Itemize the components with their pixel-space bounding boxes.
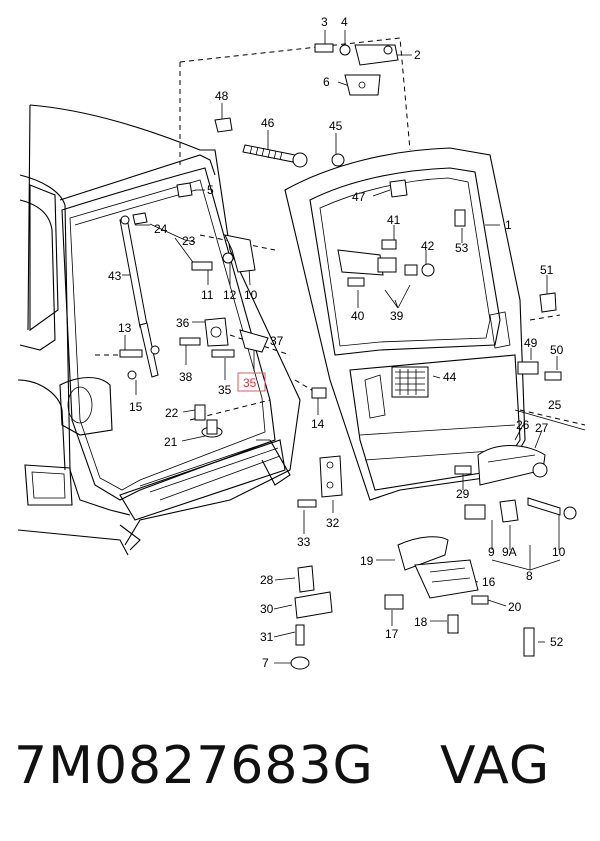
- callout-21: 20: [508, 600, 522, 614]
- callout-38: 37: [270, 334, 284, 348]
- callout-50: 49: [524, 336, 538, 350]
- callout-43: 42: [421, 239, 435, 253]
- callout-15: 14: [311, 417, 325, 431]
- highlight-box-35: [237, 372, 266, 392]
- callout-42: 41: [387, 213, 401, 227]
- hinge-upper: [314, 43, 399, 96]
- callout-17: 16: [482, 575, 496, 589]
- callout-36: 35: [218, 383, 232, 397]
- callout-54: 53: [455, 241, 469, 255]
- callout-47: 46: [261, 116, 275, 130]
- callout-3: 3: [321, 15, 328, 29]
- callout-25: 24: [154, 222, 168, 236]
- callout-29: 28: [260, 573, 274, 587]
- callout-22: 21: [164, 435, 178, 449]
- callout-12: 11: [201, 288, 214, 302]
- callout-8: 8: [526, 569, 533, 583]
- callout-34: 33: [297, 535, 311, 549]
- callout-37: 36: [176, 316, 190, 330]
- callout-31: 30: [260, 602, 274, 616]
- callout-41: 40: [351, 309, 365, 323]
- gas-strut: [119, 215, 160, 378]
- wiper-motor: [337, 249, 418, 276]
- grille-pattern: [391, 366, 429, 398]
- part-number-label: 7M0827683G: [14, 736, 374, 796]
- callout-32: 31: [260, 630, 274, 644]
- callout-10: 10: [552, 545, 566, 559]
- callout-18: 17: [385, 627, 399, 641]
- callout-23: 22: [165, 406, 179, 420]
- callout-6: 6: [323, 75, 330, 89]
- exploded-parts-diagram: 3 4 2 6 48 46 45 5 24 23 43 11 12 10 13 …: [17, 15, 586, 670]
- callout-20: 19: [360, 554, 374, 568]
- callout-4: 4: [341, 15, 348, 29]
- callout-35-highlighted: 35: [243, 376, 257, 390]
- parts: [119, 43, 586, 670]
- callout-40: 39: [390, 309, 404, 323]
- callout-45: 44: [443, 370, 457, 384]
- callout-7: 7: [262, 656, 269, 670]
- callout-53: 52: [550, 635, 564, 649]
- caption-bar: 7M0827683G VAG: [0, 730, 600, 830]
- hinge-lower: [319, 455, 343, 498]
- callout-14: 13: [118, 321, 132, 335]
- callout-19: 18: [414, 615, 428, 629]
- callout-9: 9: [488, 545, 495, 559]
- callout-52: 51: [540, 263, 554, 277]
- brand-label: VAG: [440, 736, 551, 796]
- callout-51: 50: [550, 343, 564, 357]
- tailgate-panel: [284, 147, 526, 501]
- callout-16: 15: [129, 400, 143, 414]
- callout-27: 26: [516, 418, 530, 432]
- callout-39: 38: [179, 370, 193, 384]
- callout-44: 43: [108, 269, 122, 283]
- callout-5: 5: [207, 183, 214, 197]
- callout-26: 25: [548, 398, 562, 412]
- callout-1: 1: [505, 218, 512, 232]
- strut-fitting: [242, 144, 308, 168]
- vehicle-body-outline: [17, 104, 301, 556]
- callout-24: 23: [182, 234, 196, 248]
- callout-46: 45: [329, 119, 343, 133]
- callout-11: 10: [244, 288, 258, 302]
- callout-2: 2: [414, 48, 421, 62]
- callout-leaders: [122, 30, 561, 664]
- callout-13: 12: [223, 288, 237, 302]
- callout-48: 47: [352, 190, 366, 204]
- callout-49: 48: [215, 89, 229, 103]
- tailgate-handle: [477, 445, 548, 486]
- callout-labels: 3 4 2 6 48 46 45 5 24 23 43 11 12 10 13 …: [108, 15, 566, 670]
- callout-9A: 9A: [502, 545, 517, 559]
- callout-28: 27: [535, 421, 549, 435]
- callout-30: 29: [456, 487, 470, 501]
- callout-33: 32: [326, 516, 340, 530]
